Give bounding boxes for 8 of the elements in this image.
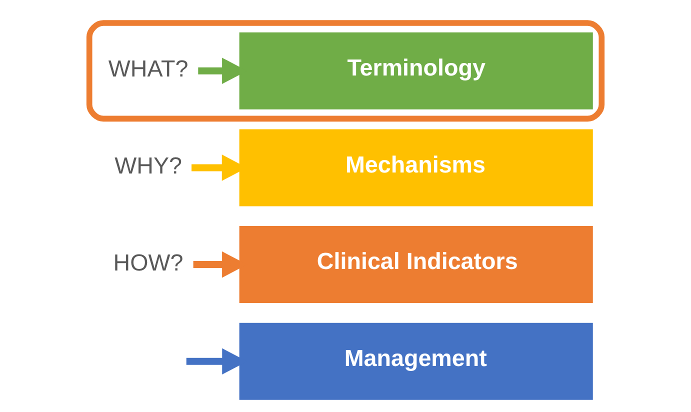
- node-text: WHAT?: [108, 55, 188, 82]
- node-box: Mechanisms: [239, 128, 593, 206]
- node-box: Management: [239, 322, 593, 400]
- node-text: WHY?: [114, 152, 182, 178]
- node-text: HOW?: [113, 248, 184, 275]
- node-box: Terminology: [239, 32, 593, 109]
- cluster: [86, 20, 605, 122]
- node-box: Clinical Indicators: [239, 226, 593, 303]
